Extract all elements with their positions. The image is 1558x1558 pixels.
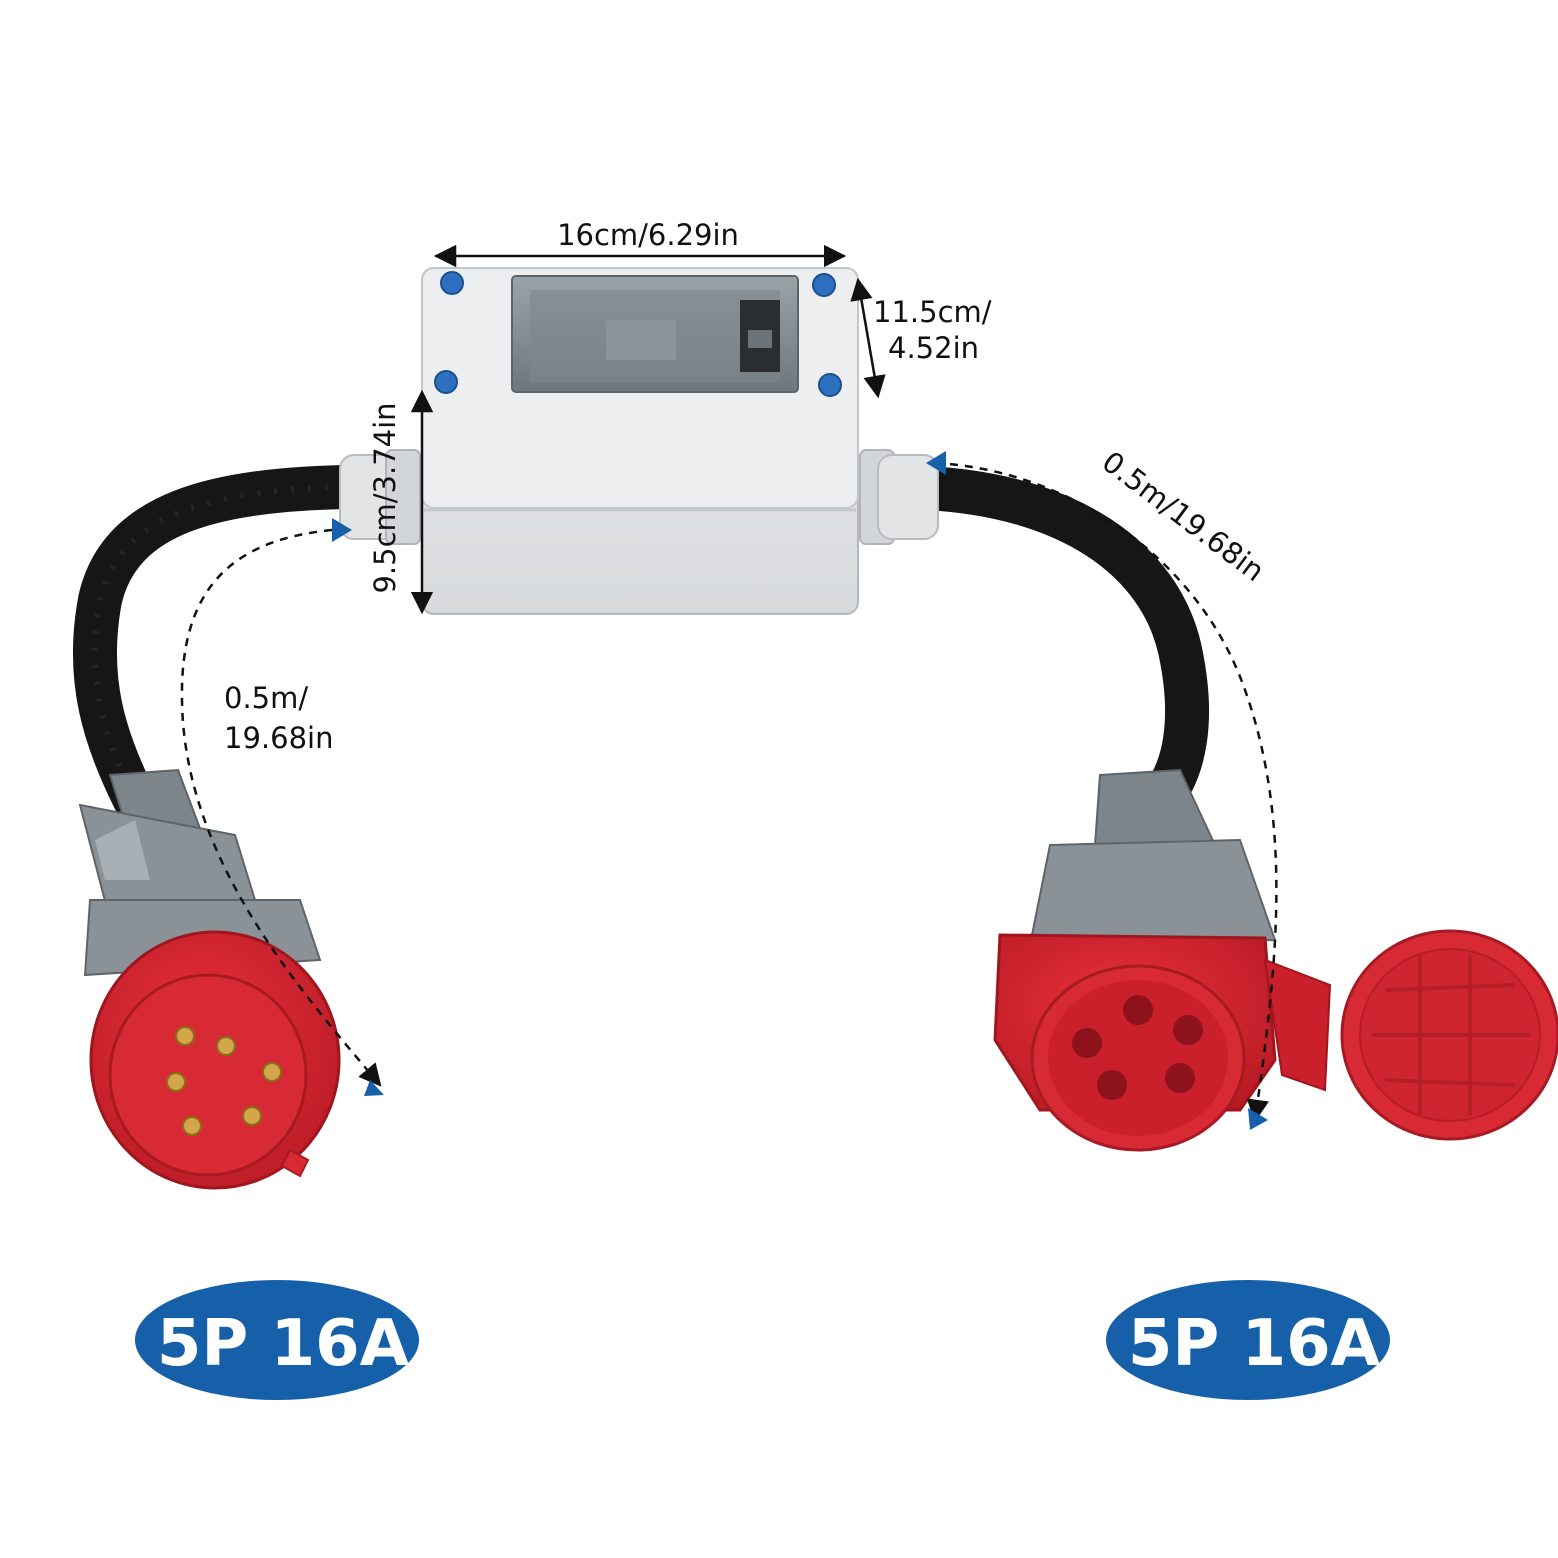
socket-hole-top: [1123, 995, 1153, 1025]
pin-right: [262, 1062, 282, 1082]
pin-bottom-right: [242, 1106, 262, 1126]
socket-hole-right: [1173, 1015, 1203, 1045]
screw-top-right: [812, 273, 836, 297]
left-dash-start-arrow: [332, 518, 352, 542]
badge-right: 5P 16A: [1106, 1280, 1390, 1400]
pin-top-right: [216, 1036, 236, 1056]
plug-male-left: [78, 768, 341, 1190]
pin-left: [166, 1072, 186, 1092]
right-cable-dashed: [934, 461, 1278, 1123]
badge-left: 5P 16A: [135, 1280, 419, 1400]
height-label-line1: 11.5cm/: [873, 295, 992, 329]
distribution-box: [421, 267, 859, 615]
cable-right: [903, 466, 1210, 822]
pin-bottom: [182, 1116, 202, 1136]
socket-female-right: [993, 768, 1558, 1152]
left-dash-end-arrow: [364, 1080, 384, 1096]
socket-hole-bottom-left: [1097, 1070, 1127, 1100]
cable-gland-right: [859, 449, 939, 545]
dimension-lines: [180, 244, 1278, 1123]
pin-top-left: [175, 1026, 195, 1046]
cable-left: [72, 465, 367, 822]
height-arrow: [850, 277, 886, 399]
right-dash-start-arrow: [926, 451, 946, 475]
socket-hole-left: [1072, 1028, 1102, 1058]
left-cable-dashed: [180, 528, 382, 1087]
height-label-line2: 4.52in: [888, 331, 979, 365]
screw-bottom-left: [434, 370, 458, 394]
badge-left-text: 5P 16A: [157, 1307, 410, 1381]
breaker-window: [511, 275, 799, 393]
badge-right-text: 5P 16A: [1128, 1307, 1381, 1381]
width-label: 16cm/6.29in: [557, 218, 739, 252]
screw-bottom-right: [818, 373, 842, 397]
left-cable-label-line1: 0.5m/: [224, 681, 308, 715]
screw-top-left: [440, 271, 464, 295]
right-dash-end-arrow: [1248, 1108, 1268, 1130]
depth-label: 9.5cm/3.74in: [368, 402, 402, 593]
socket-lid: [1263, 929, 1558, 1141]
left-cable-label-line2: 19.68in: [224, 721, 333, 755]
socket-hole-bottom-right: [1165, 1063, 1195, 1093]
